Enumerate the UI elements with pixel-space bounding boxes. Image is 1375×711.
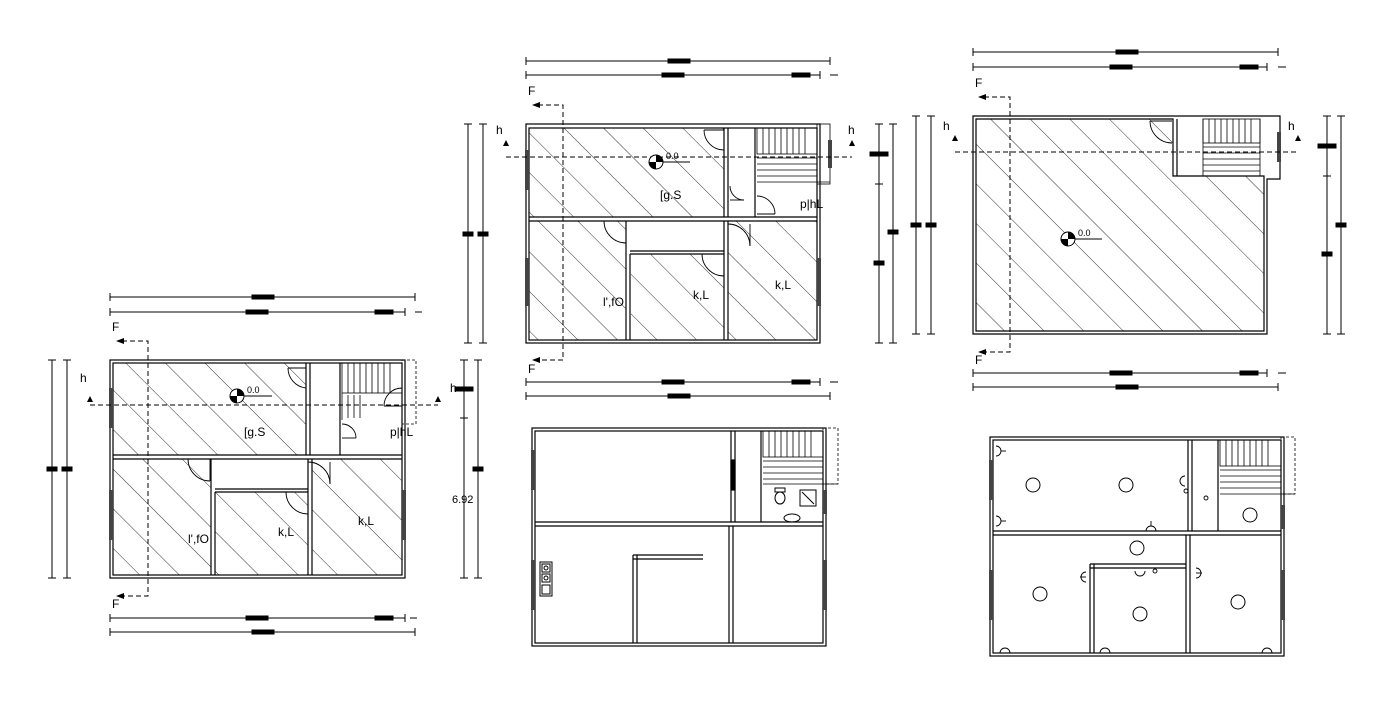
staircase [1219,436,1296,495]
sink-icon [783,513,801,523]
plan-lighting [989,436,1285,657]
dimension-lines-top [525,57,838,79]
room-label: l',fO [603,295,624,309]
door-swings [187,367,403,515]
dimension-lines-bottom [109,614,417,636]
level-label: 0.0 [666,151,679,161]
room-label: k,L [358,514,374,528]
staircase [762,427,839,485]
direction-mark-label: h [496,123,503,137]
room-label: l',fO [188,532,209,546]
walls [972,115,1281,335]
section-arrows [87,338,441,599]
dimension-lines-right [454,359,484,579]
walls [109,359,406,579]
plan-fixtures [531,427,827,647]
level-marker-icon [229,388,272,404]
plan-left: 6.92 [46,293,484,636]
door-swings [1149,120,1173,144]
section-arrows [952,94,1301,355]
windows [1277,132,1281,162]
dimension-label: 6.92 [452,494,473,506]
room-label: k,L [693,288,709,302]
direction-mark-label: h [1288,119,1295,133]
door-swings [603,129,776,277]
kitchen-counter-icon [539,561,553,597]
dimension-lines-right [869,115,937,344]
level-marker-icon [648,154,690,170]
section-line [90,340,438,597]
section-mark-label: F [112,320,119,334]
ceiling-light-icon [1025,477,1041,493]
dimension-lines-right [1317,115,1347,335]
room-label: [g.S [660,188,681,202]
walls [525,123,821,344]
level-label: 0.0 [247,385,260,395]
section-mark-label: F [528,84,535,98]
direction-mark-label: h [80,371,87,385]
windows [525,140,832,306]
room-label: k,L [775,278,791,292]
ceiling-light-icon [1118,477,1134,493]
section-line [955,96,1298,353]
room-label: p|hL [800,197,823,211]
shower-icon [799,489,817,507]
ceiling-light-icon [1132,606,1148,622]
ceiling-light-icon [1032,586,1048,602]
ceiling-light-icon [1242,507,1258,523]
room-label: p|hL [390,425,413,439]
level-marker-icon [1060,231,1102,247]
section-line [506,104,852,361]
windows [531,450,827,610]
section-mark-label: F [112,597,119,611]
section-arrows [503,102,855,363]
dimension-lines-left [46,359,73,579]
staircase [1202,118,1261,176]
staircase [756,123,831,185]
dimension-lines-bottom [525,378,838,400]
ceiling-light-icon [1230,594,1246,610]
windows [109,388,406,540]
room-label: [g.S [244,425,265,439]
dimension-lines-bottom [972,369,1286,391]
direction-mark-label: h [450,381,457,395]
level-label: 0.0 [1078,228,1091,238]
plan-middle: F F h h 0.0 [g.S p|hL l',fO k,L k,L [462,57,937,400]
section-mark-label: F [528,362,535,376]
dimension-lines-left [462,123,489,344]
plan-right: F F h h 0.0 [943,48,1347,391]
section-mark-label: F [975,353,982,367]
toilet-icon [774,487,786,505]
direction-mark-label: h [848,123,855,137]
staircase [341,359,417,425]
windows [989,460,1285,620]
room-label: k,L [278,525,294,539]
switch-icons [995,445,1273,654]
ceiling-light-icon [1129,540,1145,556]
dimension-lines-top [109,293,422,316]
section-mark-label: F [975,76,982,90]
ceiling-lights [1025,477,1258,622]
dimension-lines-top [972,48,1286,71]
direction-mark-label: h [943,119,950,133]
